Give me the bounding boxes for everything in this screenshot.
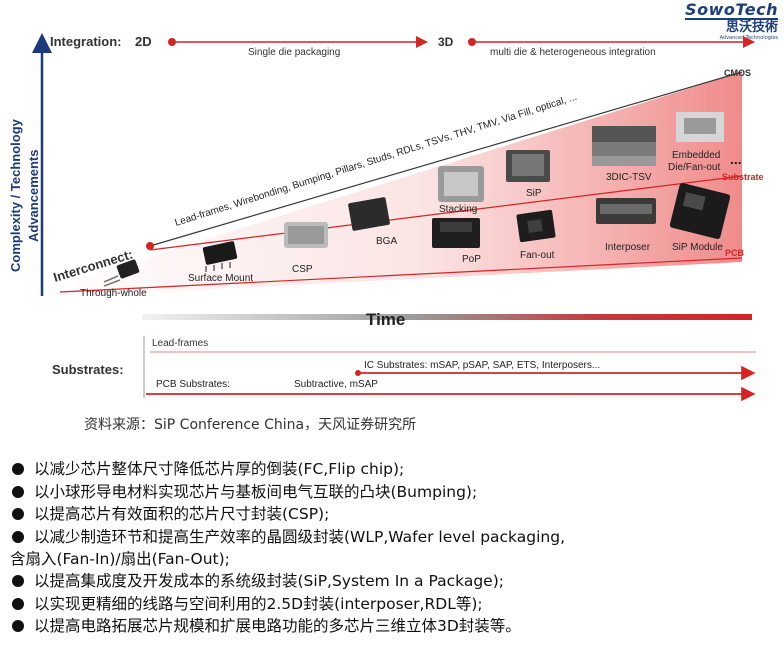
package-label-surface-mount: Surface Mount — [188, 273, 253, 284]
interconnect-dot — [146, 242, 154, 250]
technology-wedge — [42, 72, 742, 298]
bullet-dot — [12, 508, 24, 520]
bullet-continuation: 含扇入(Fan-In)/扇出(Fan-Out); — [10, 548, 780, 570]
bullet-dot — [12, 597, 24, 610]
lead-frames-label: Lead-frames — [152, 338, 208, 349]
more-packages-ellipsis: ... — [730, 151, 742, 167]
bullet-text: 以提高芯片有效面积的芯片尺寸封装(CSP); — [34, 505, 330, 523]
bullet-item: 以实现更精细的线路与空间利用的2.5D封装(interposer,RDL等); — [10, 593, 780, 616]
cmos-label: CMOS — [724, 68, 751, 78]
bullet-item: 以提高电路拓展芯片规模和扩展电路功能的多芯片三维立体3D封装等。 — [10, 615, 780, 638]
package-label-die-fan-out: Die/Fan-out — [668, 162, 720, 173]
bullet-text: 以提高电路拓展芯片规模和扩展电路功能的多芯片三维立体3D封装等。 — [34, 617, 521, 635]
bullet-text: 含扇入(Fan-In)/扇出(Fan-Out); — [10, 550, 230, 568]
bullet-item: 以减少制造环节和提高生产效率的晶圆级封装(WLP,Wafer level pac… — [10, 526, 780, 549]
package-label-stacking: Stacking — [439, 204, 477, 215]
integration-label: Integration: — [50, 34, 122, 49]
substrate-label: Substrate — [722, 172, 764, 182]
bullet-text: 以减少芯片整体尺寸降低芯片厚的倒装(FC,Flip chip); — [34, 460, 405, 478]
package-label-3dic-tsv: 3DIC-TSV — [606, 172, 652, 183]
package-label-pop: PoP — [462, 254, 481, 265]
bullet-text: 以提高集成度及开发成本的系统级封装(SiP,System In a Packag… — [34, 572, 504, 590]
bullet-item: 以小球形导电材料实现芯片与基板间电气互联的凸块(Bumping); — [10, 481, 780, 504]
multi-die-text: multi die & heterogeneous integration — [490, 47, 656, 58]
sip-module-image — [669, 183, 731, 239]
package-label-interposer: Interposer — [605, 242, 651, 253]
package-label-embedded: Embedded — [672, 150, 720, 161]
fan-out-image — [516, 209, 556, 243]
subtractive-label: Subtractive, mSAP — [294, 379, 378, 390]
embedded-die-image — [676, 112, 724, 142]
package-label-fan-out: Fan-out — [520, 250, 555, 261]
substrate-line — [149, 175, 743, 251]
stacking-image — [438, 166, 484, 202]
logo-chinese: 思沃技術 — [725, 20, 778, 35]
sip-image — [506, 150, 550, 182]
bullet-item: 以提高芯片有效面积的芯片尺寸封装(CSP); — [10, 503, 780, 526]
pcb-line — [59, 257, 743, 293]
bullet-dot — [12, 485, 24, 498]
integration-3d: 3D — [438, 35, 454, 49]
packaging-evolution-diagram: Complexity / Technology Advancements Int… — [8, 33, 764, 402]
bullet-text: 以实现更精细的线路与空间利用的2.5D封装(interposer,RDL等); — [34, 594, 483, 613]
surface-mount-image — [202, 241, 238, 272]
package-label-sip-module: SiP Module — [672, 242, 723, 253]
package-label-bga: BGA — [376, 236, 397, 247]
pcb-substrates-label: PCB Substrates: — [156, 379, 230, 390]
bullet-text: 以小球形导电材料实现芯片与基板间电气互联的凸块(Bumping); — [34, 482, 478, 501]
through-whole-image — [103, 259, 140, 287]
package-label-csp: CSP — [292, 264, 313, 275]
interposer-image — [596, 198, 656, 224]
bullet-dot — [12, 620, 24, 632]
bullet-dot — [12, 575, 24, 587]
bullet-item: 以减少芯片整体尺寸降低芯片厚的倒装(FC,Flip chip); — [10, 458, 780, 481]
substrates-label: Substrates: — [52, 362, 124, 377]
y-axis-label-1: Complexity / Technology — [8, 118, 23, 272]
3dic-tsv-image — [592, 126, 656, 166]
pcb-label: PCB — [725, 248, 745, 258]
package-label-sip: SiP — [526, 188, 542, 199]
bullet-item: 以提高集成度及开发成本的系统级封装(SiP,System In a Packag… — [10, 570, 780, 593]
y-axis-label-2: Advancements — [26, 150, 41, 242]
integration-2d: 2D — [135, 34, 152, 49]
pop-image — [432, 218, 480, 248]
cmos-line — [149, 71, 743, 247]
package-label-through-whole: Through-whole — [80, 288, 147, 299]
csp-image — [284, 222, 328, 248]
ic-substrates-label: IC Substrates: mSAP, pSAP, SAP, ETS, Int… — [364, 360, 600, 371]
time-bar — [142, 314, 752, 320]
single-die-text: Single die packaging — [248, 47, 340, 58]
source-citation: 资料来源：SiP Conference China，天风证券研究所 — [84, 417, 417, 433]
time-label: Time — [366, 310, 405, 329]
bullet-list: 以减少芯片整体尺寸降低芯片厚的倒装(FC,Flip chip); 以小球形导电材… — [10, 458, 780, 638]
bga-image — [348, 197, 390, 231]
bullet-dot — [12, 463, 24, 475]
logo-brand: SowoTech — [685, 0, 778, 20]
bullet-text: 以减少制造环节和提高生产效率的晶圆级封装(WLP,Wafer level pac… — [34, 527, 565, 546]
bullet-dot — [12, 530, 24, 543]
